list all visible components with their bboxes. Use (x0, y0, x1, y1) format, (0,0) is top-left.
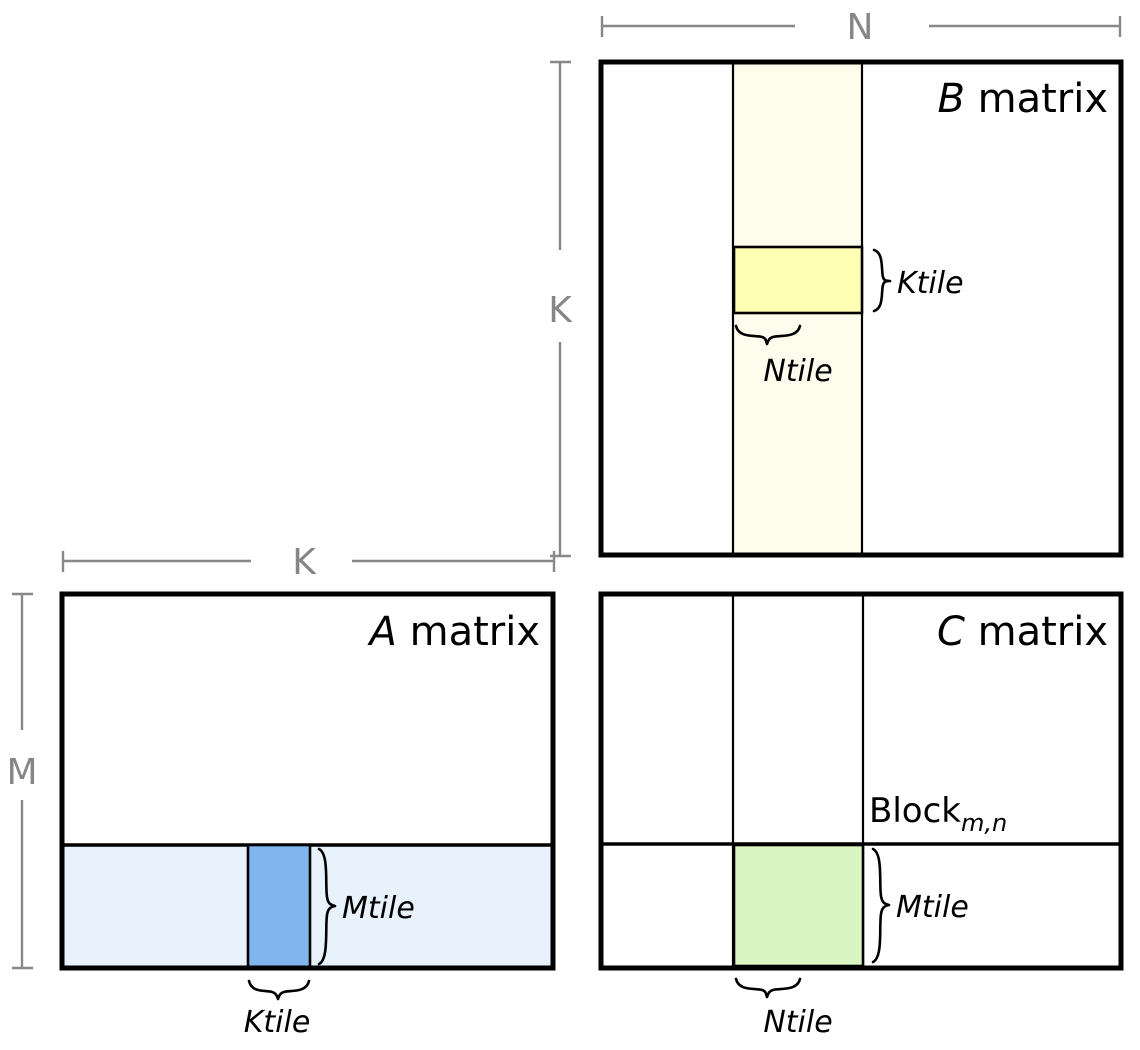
mtile-brace-a (317, 847, 337, 966)
b-matrix-label: B matrix (937, 76, 1108, 122)
dimension-k-vertical-label: K (548, 290, 573, 331)
dimension-m-label: M (6, 752, 37, 793)
c-matrix-mtile-annotation: Mtile (871, 847, 969, 964)
a-matrix-mtile-annotation: Mtile (317, 847, 415, 966)
c-matrix-mtile-label: Mtile (896, 890, 969, 925)
b-matrix-ktile-annotation: Ktile (872, 248, 964, 313)
ntile-brace-c (734, 977, 802, 999)
ktile-brace-b (872, 248, 892, 313)
c-matrix-border (598, 591, 1124, 971)
c-matrix-ntile-annotation: Ntile (734, 977, 833, 1040)
c-matrix: C matrix Blockm,n (598, 591, 1124, 971)
b-matrix-ntile-label: Ntile (763, 354, 832, 389)
mtile-brace-c (871, 847, 891, 964)
b-matrix-ntile-annotation: Ntile (734, 324, 833, 389)
b-matrix: B matrix (598, 59, 1124, 558)
b-matrix-border (598, 59, 1124, 558)
a-matrix-label: A matrix (367, 609, 540, 655)
a-matrix-ktile-annotation: Ktile (244, 979, 311, 1040)
a-matrix-ktile-label: Ktile (244, 1005, 311, 1040)
dimension-k-horizontal-label: K (292, 542, 317, 583)
dimension-n: N (600, 7, 1122, 48)
c-matrix-label: C matrix (937, 609, 1108, 655)
a-matrix: A matrix (59, 591, 556, 971)
ntile-brace-b (734, 324, 802, 346)
a-matrix-mtile-label: Mtile (342, 891, 415, 926)
a-matrix-border (59, 591, 556, 971)
dimension-n-label: N (847, 7, 874, 48)
b-matrix-ktile-label: Ktile (897, 266, 964, 301)
c-matrix-tile (732, 843, 865, 968)
a-matrix-tile (246, 843, 312, 970)
c-matrix-block-label: Blockm,n (869, 791, 1007, 837)
dimension-k-horizontal: K (61, 542, 556, 583)
c-matrix-ntile-label: Ntile (763, 1005, 832, 1040)
dimension-k-vertical: K (548, 60, 573, 558)
ktile-brace-a (247, 979, 311, 1001)
b-matrix-tile (732, 245, 864, 315)
dimension-m: M (6, 592, 38, 970)
